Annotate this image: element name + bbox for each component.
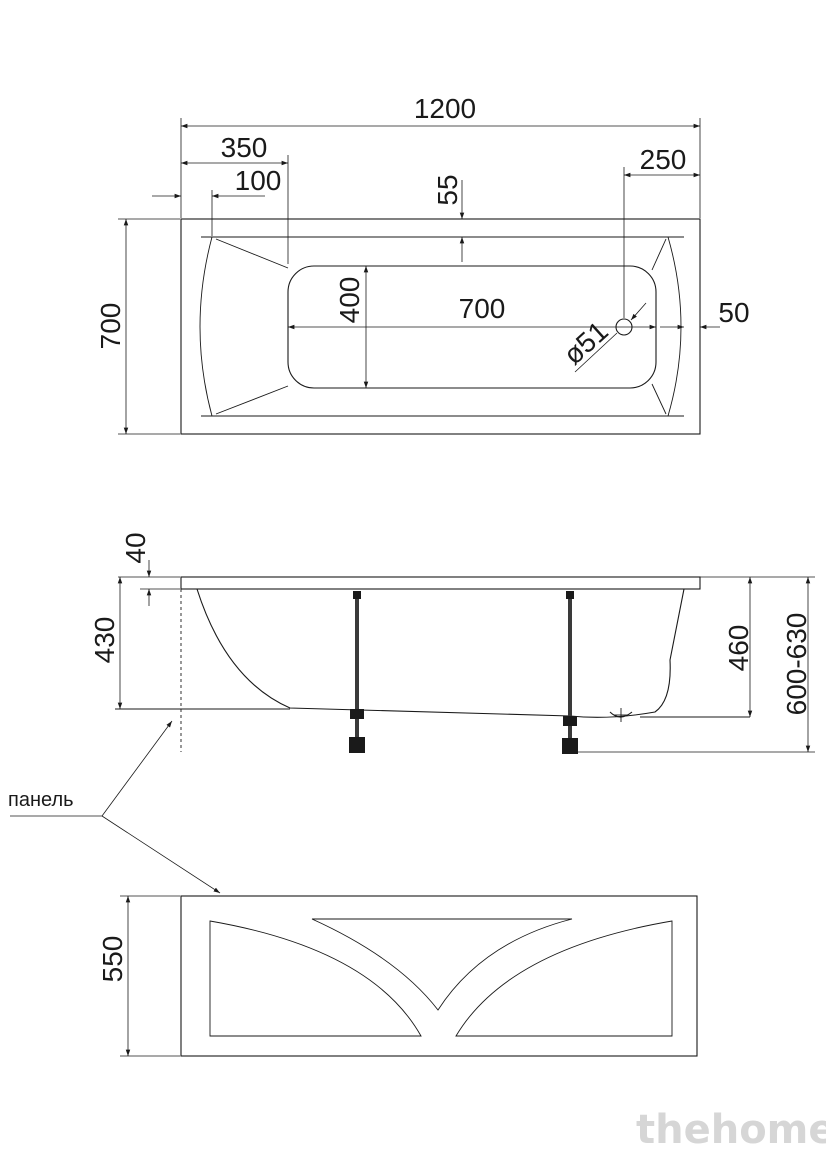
leg-bracket	[563, 716, 577, 726]
dim-overall-length: 1200	[414, 93, 476, 124]
dim-bottom-length: 700	[459, 293, 506, 324]
drain-leader-arrow	[630, 302, 647, 321]
slope-line-4	[651, 383, 667, 415]
panel-leader-down	[101, 815, 221, 894]
tub-outline-top	[180, 218, 701, 435]
drain-bump	[609, 711, 633, 718]
panel-center-window	[311, 918, 573, 1011]
slope-line-2	[215, 385, 289, 415]
dim-inner-height: 460	[723, 625, 754, 672]
panel-outline	[180, 895, 698, 1057]
panel-callout: панель	[8, 720, 221, 894]
dim-rim-top: 55	[432, 174, 463, 205]
leg-top-cap	[353, 591, 361, 599]
front-panel-view: 550	[97, 895, 698, 1057]
dim-overall-width: 700	[95, 303, 126, 350]
leg-foot	[562, 738, 578, 754]
panel-label: панель	[8, 789, 74, 811]
side-rim	[180, 576, 701, 590]
side-view: 40 430 460 600-630	[89, 532, 815, 754]
dim-bottom-width: 400	[334, 277, 365, 324]
leg-stem	[568, 726, 572, 738]
dim-left-offset: 350	[221, 132, 268, 163]
panel-left-window	[209, 920, 422, 1037]
head-curve	[199, 236, 213, 417]
leg-rod	[568, 599, 572, 717]
leg-right	[562, 591, 578, 754]
slope-line-3	[651, 238, 667, 271]
top-view: 1200 350 100 250 55 700 400 700 50	[95, 93, 750, 435]
slope-line-1	[215, 238, 289, 269]
leg-top-cap	[566, 591, 574, 599]
dim-drain-offset: 250	[640, 144, 687, 175]
panel-right-window	[455, 920, 673, 1037]
dim-total-height: 600-630	[781, 613, 812, 716]
dim-rim-thickness: 40	[120, 532, 151, 563]
panel-leader-up	[101, 720, 173, 817]
leg-stem	[355, 719, 359, 737]
drain-leader-line	[574, 332, 618, 373]
leg-left	[349, 591, 365, 753]
leg-rod	[355, 599, 359, 709]
dim-rim-right: 50	[718, 297, 749, 328]
tub-body-side	[196, 588, 685, 718]
foot-curve	[667, 236, 682, 417]
watermark-text: thehome	[636, 1107, 826, 1153]
dim-drain-diameter: ø51	[557, 315, 614, 370]
leg-foot	[349, 737, 365, 753]
dim-depth: 430	[89, 617, 120, 664]
dim-panel-height: 550	[97, 936, 128, 983]
leg-bracket	[350, 709, 364, 719]
dim-rim-left: 100	[235, 165, 282, 196]
